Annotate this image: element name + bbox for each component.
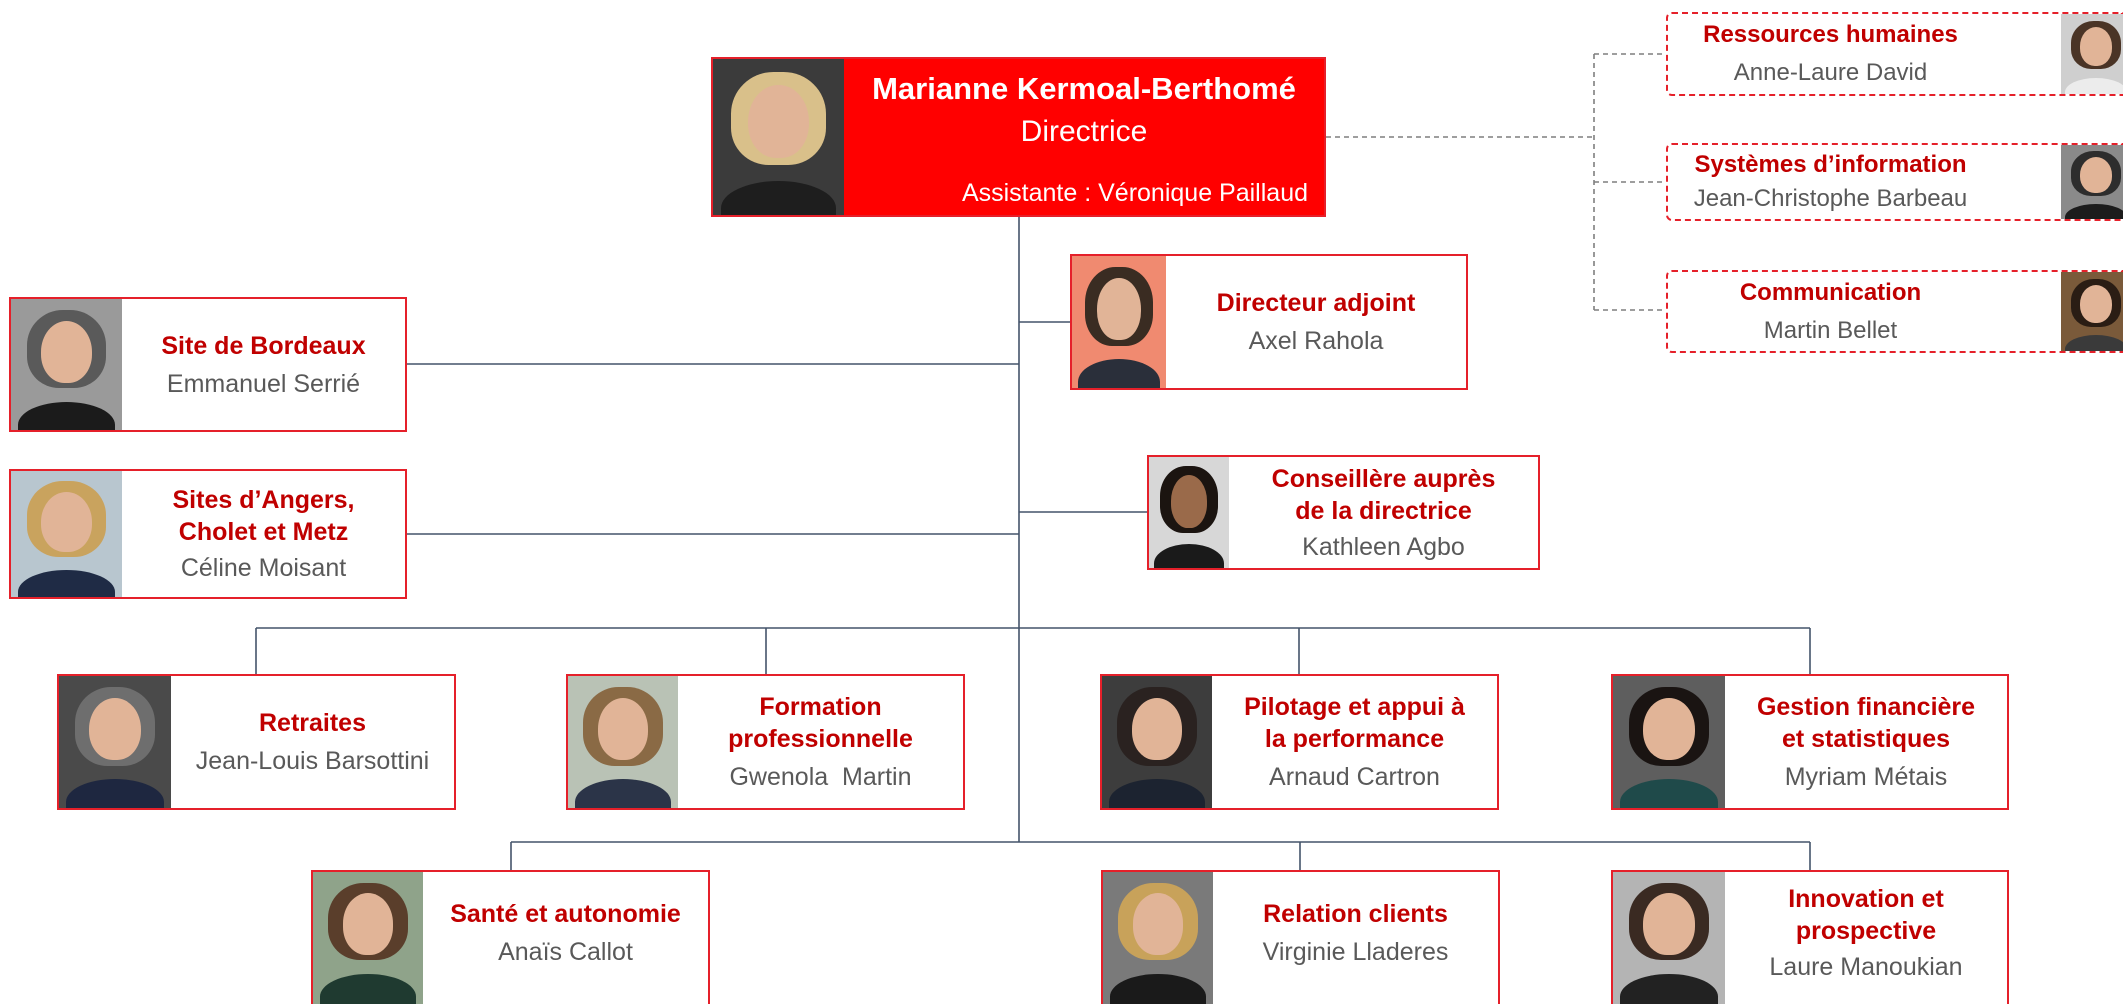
advisor-name: Kathleen Agbo (1302, 532, 1465, 561)
advisor-title: Directeur adjoint (1216, 289, 1416, 317)
department-head-photo (59, 676, 171, 808)
department-title: Pilotage et appui à la performance (1244, 693, 1465, 753)
department-title: Relation clients (1263, 900, 1448, 928)
department-formation-box[interactable]: Formation professionnelle Gwenola Martin (566, 674, 965, 810)
department-relation-clients-box[interactable]: Relation clients Virginie Lladeres (1101, 870, 1500, 1004)
department-head-photo (1613, 676, 1725, 808)
unit-head-name: Martin Bellet (1763, 316, 1898, 344)
department-gestion-financiere-box[interactable]: Gestion financière et statistiques Myria… (1611, 674, 2009, 810)
site-title: Site de Bordeaux (161, 331, 366, 360)
department-head-photo (1102, 676, 1212, 808)
unit-title: Systèmes d’information (1694, 151, 1967, 178)
site-head-name: Emmanuel Serrié (166, 369, 361, 398)
department-head-name: Anaïs Callot (498, 938, 633, 966)
department-head-photo (1613, 872, 1725, 1004)
department-head-name: Jean-Louis Barsottini (195, 747, 430, 775)
staff-unit-communication[interactable]: Communication Martin Bellet (1666, 270, 2123, 353)
deputy-director-box[interactable]: Directeur adjoint Axel Rahola (1070, 254, 1468, 390)
unit-head-photo (2061, 145, 2123, 219)
director-name: Marianne Kermoal-Berthomé (872, 71, 1296, 106)
site-bordeaux-box[interactable]: Site de Bordeaux Emmanuel Serrié (9, 297, 407, 432)
department-title: Gestion financière et statistiques (1756, 693, 1976, 753)
department-sante-box[interactable]: Santé et autonomie Anaïs Callot (311, 870, 710, 1004)
department-head-photo (568, 676, 678, 808)
department-innovation-box[interactable]: Innovation et prospective Laure Manoukia… (1611, 870, 2009, 1004)
staff-unit-it[interactable]: Systèmes d’information Jean-Christophe B… (1666, 143, 2123, 221)
advisor-to-director-box[interactable]: Conseillère auprès de la directrice Kath… (1147, 455, 1540, 570)
unit-head-photo (2061, 272, 2123, 351)
department-head-name: Arnaud Cartron (1269, 763, 1440, 791)
department-head-name: Virginie Lladeres (1262, 938, 1449, 966)
director-role: Directrice (1020, 115, 1148, 148)
site-head-name: Céline Moisant (180, 554, 347, 582)
department-pilotage-box[interactable]: Pilotage et appui à la performance Arnau… (1100, 674, 1499, 810)
director-box[interactable]: Marianne Kermoal-Berthomé Directrice Ass… (711, 57, 1326, 217)
advisor-title: Conseillère auprès de la directrice (1271, 464, 1496, 525)
site-head-photo (11, 471, 122, 597)
site-angers-cholet-metz-box[interactable]: Sites d’Angers, Cholet et Metz Céline Mo… (9, 469, 407, 599)
department-head-photo (313, 872, 423, 1004)
site-head-photo (11, 299, 122, 430)
staff-unit-hr[interactable]: Ressources humaines Anne-Laure David (1666, 12, 2123, 96)
unit-head-photo (2061, 14, 2123, 94)
department-title: Retraites (259, 709, 366, 737)
unit-head-name: Anne-Laure David (1733, 59, 1928, 86)
deputy-director-photo (1072, 256, 1166, 388)
department-title: Formation professionnelle (728, 693, 913, 753)
department-title: Santé et autonomie (450, 900, 681, 928)
director-assistant: Assistante : Véronique Paillaud (961, 179, 1308, 207)
department-title: Innovation et prospective (1788, 885, 1944, 945)
unit-head-name: Jean-Christophe Barbeau (1693, 185, 1968, 212)
department-retraites-box[interactable]: Retraites Jean-Louis Barsottini (57, 674, 456, 810)
unit-title: Ressources humaines (1703, 21, 1958, 48)
advisor-name: Axel Rahola (1248, 327, 1384, 355)
unit-title: Communication (1739, 278, 1922, 306)
site-title: Sites d’Angers, Cholet et Metz (172, 486, 355, 546)
department-head-name: Laure Manoukian (1769, 953, 1963, 981)
department-head-name: Gwenola Martin (729, 763, 912, 791)
department-head-photo (1103, 872, 1213, 1004)
advisor-photo (1149, 457, 1229, 568)
director-photo (713, 59, 844, 215)
department-head-name: Myriam Métais (1784, 763, 1948, 791)
